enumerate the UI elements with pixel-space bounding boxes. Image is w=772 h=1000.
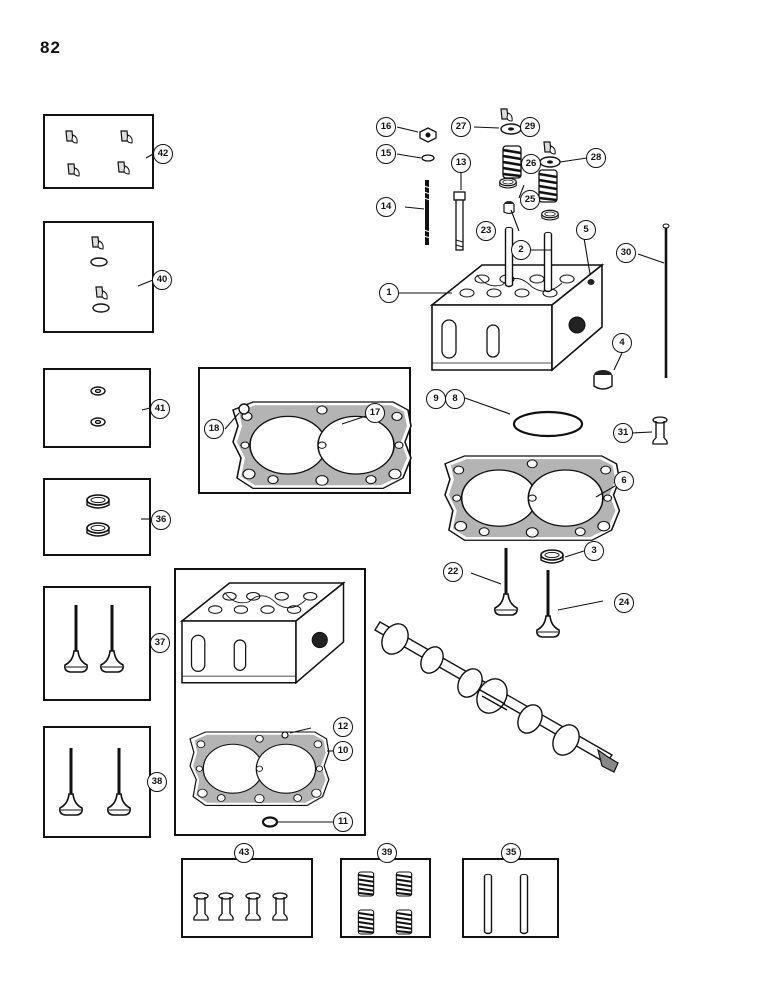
- callout-17: 17: [365, 403, 385, 423]
- exhaust-valve-icon: [493, 546, 519, 617]
- callout-39: 39: [377, 843, 397, 863]
- callout-28: 28: [586, 148, 606, 168]
- gasket-main-icon: [444, 455, 621, 542]
- callout-38: 38: [147, 772, 167, 792]
- keeper-and-retainer-icon: [90, 236, 110, 313]
- callout-2: 2: [511, 240, 531, 260]
- callout-23: 23: [476, 221, 496, 241]
- callout-5: 5: [576, 220, 596, 240]
- flat-washer-icon: [421, 154, 435, 162]
- callout-6: 6: [614, 471, 634, 491]
- small-plug-icon: [587, 279, 595, 285]
- callout-35: 35: [501, 843, 521, 863]
- bolt-icon: [453, 191, 466, 251]
- stud-icon: [423, 180, 431, 245]
- plug-icon: [593, 370, 613, 390]
- kit-box-40: [43, 221, 154, 333]
- callout-41: 41: [150, 399, 170, 419]
- callout-14: 14: [376, 197, 396, 217]
- intake-valve-icon: [535, 568, 561, 639]
- callout-29: 29: [520, 117, 540, 137]
- callout-3: 3: [584, 541, 604, 561]
- callout-12: 12: [333, 717, 353, 737]
- callout-31: 31: [613, 423, 633, 443]
- kit-box-35: [462, 858, 559, 938]
- o-ring-icon: [238, 403, 250, 415]
- callout-36: 36: [151, 510, 171, 530]
- callout-4: 4: [612, 333, 632, 353]
- callout-27: 27: [451, 117, 471, 137]
- page-number: 82: [40, 38, 61, 57]
- tappet-icon: [652, 416, 668, 445]
- callout-18: 18: [204, 419, 224, 439]
- seal-ring-icon: [281, 731, 289, 739]
- callout-1: 1: [379, 283, 399, 303]
- callout-16: 16: [376, 117, 396, 137]
- o-ring-large-icon: [512, 410, 584, 438]
- callout-9: 9: [426, 389, 446, 409]
- guide-kit-icon: [483, 873, 529, 935]
- cylinder-head-icon: [431, 264, 603, 371]
- kit-box-37: [43, 586, 151, 701]
- washer-icon: [261, 816, 279, 828]
- callout-40: 40: [152, 270, 172, 290]
- callout-22: 22: [443, 562, 463, 582]
- tappet-kit-icon: [193, 892, 288, 921]
- kit-box-38: [43, 726, 151, 838]
- rotator-small-icon: [503, 201, 515, 215]
- callout-43: 43: [234, 843, 254, 863]
- callout-24: 24: [614, 593, 634, 613]
- seat-insert-icon: [540, 549, 564, 564]
- kit-box-36: [43, 478, 151, 556]
- nut-icon: [419, 127, 437, 143]
- cylinder-head-kit-icon: [181, 582, 345, 807]
- callout-42: 42: [153, 144, 173, 164]
- callout-30: 30: [616, 243, 636, 263]
- camshaft-icon: [374, 621, 619, 773]
- callout-25: 25: [520, 190, 540, 210]
- kit-box-39: [340, 858, 431, 938]
- callout-8: 8: [445, 389, 465, 409]
- callout-26: 26: [521, 154, 541, 174]
- spring-kit-icon: [357, 870, 413, 936]
- keeper-icon: [65, 130, 133, 177]
- callout-13: 13: [451, 153, 471, 173]
- callout-11: 11: [333, 812, 353, 832]
- callout-10: 10: [333, 741, 353, 761]
- callout-37: 37: [150, 633, 170, 653]
- valve-icon: [58, 603, 132, 817]
- callout-15: 15: [376, 144, 396, 164]
- rotator-icon: [90, 386, 106, 427]
- valve-seat-insert-icon: [86, 494, 110, 537]
